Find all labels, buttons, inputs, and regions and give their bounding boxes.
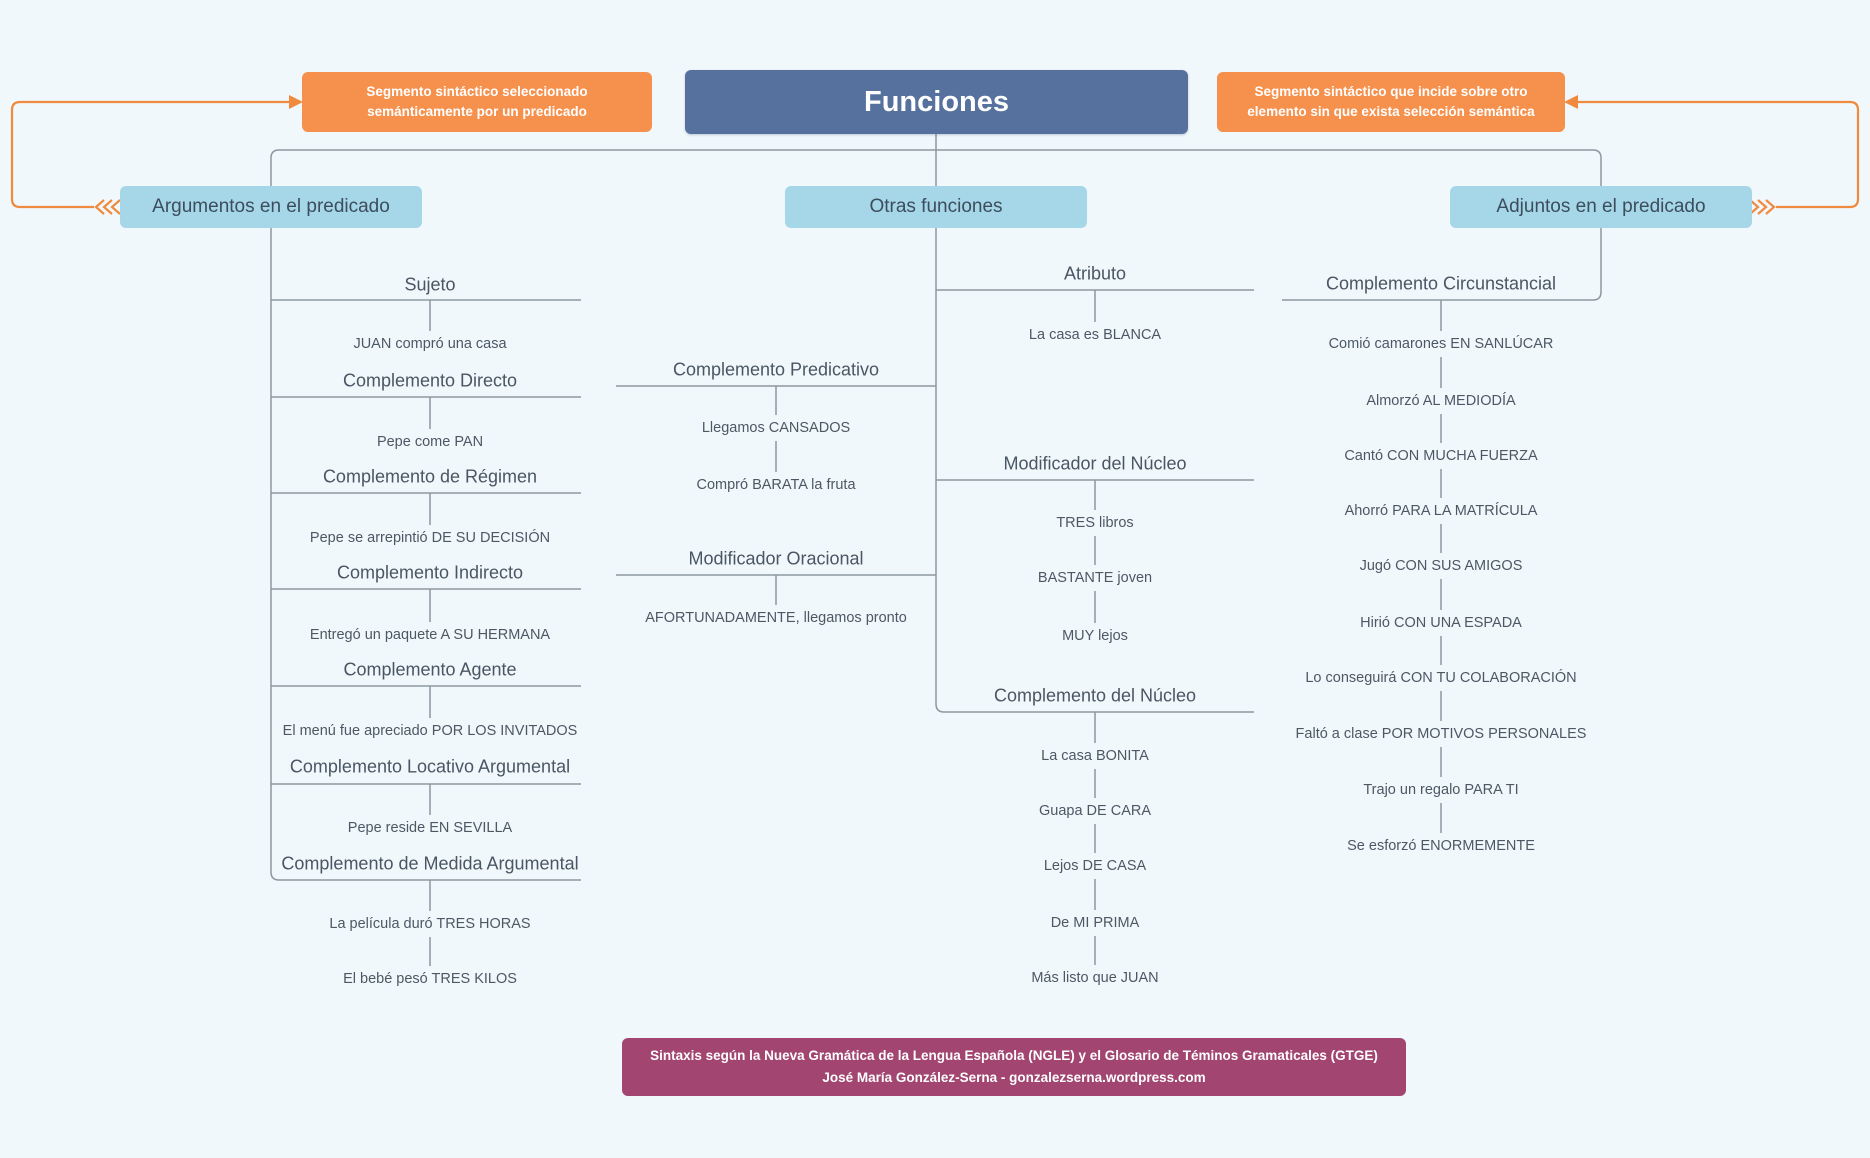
node-label-circunstancial: Complemento Circunstancial <box>1325 273 1557 294</box>
node-label-complemento-agente: Complemento Agente <box>343 659 517 680</box>
category-adjuntos: Adjuntos en el predicado <box>1450 186 1752 228</box>
note-right-line1: Segmento sintáctico que incide sobre otr… <box>1254 83 1528 99</box>
example-comp-nucleo-3: Lejos DE CASA <box>1043 858 1147 874</box>
example-directo-1: Pepe come PAN <box>376 434 484 450</box>
node-label-modificador-oracional: Modificador Oracional <box>688 548 864 569</box>
example-predicativo-2: Compró BARATA la fruta <box>696 477 856 493</box>
note-arguments-definition: Segmento sintáctico seleccionado semánti… <box>302 72 652 132</box>
example-circunstancial-1: Comió camarones EN SANLÚCAR <box>1328 336 1554 352</box>
note-right-line2: elemento sin que exista selección semánt… <box>1247 104 1535 119</box>
category-adjuntos-label: Adjuntos en el predicado <box>1496 196 1706 217</box>
node-label-complemento-nucleo: Complemento del Núcleo <box>993 685 1197 706</box>
example-comp-nucleo-2: Guapa DE CARA <box>1038 803 1152 819</box>
example-comp-nucleo-1: La casa BONITA <box>1041 748 1149 764</box>
example-mod-nucleo-2: BASTANTE joven <box>1037 570 1153 586</box>
relationship-arrow-left <box>10 100 290 215</box>
relationship-arrow-right <box>1577 100 1860 215</box>
title-box: Funciones <box>685 70 1188 134</box>
arrowhead-right <box>1564 95 1578 109</box>
example-circunstancial-9: Trajo un regalo PARA TI <box>1363 782 1519 798</box>
example-medida-2: El bebé pesó TRES KILOS <box>343 971 517 987</box>
example-agente-1: El menú fue apreciado POR LOS INVITADOS <box>282 723 578 739</box>
node-label-complemento-directo: Complemento Directo <box>342 370 518 391</box>
node-label-complemento-indirecto: Complemento Indirecto <box>336 562 524 583</box>
example-locativo-1: Pepe reside EN SEVILLA <box>347 820 513 836</box>
example-mod-nucleo-1: TRES libros <box>1056 515 1134 531</box>
example-predicativo-1: Llegamos CANSADOS <box>701 420 851 436</box>
category-otras-label: Otras funciones <box>869 196 1003 217</box>
example-circunstancial-5: Jugó CON SUS AMIGOS <box>1359 558 1523 574</box>
example-comp-nucleo-5: Más listo que JUAN <box>1031 970 1159 986</box>
example-oracional-1: AFORTUNADAMENTE, llegamos pronto <box>645 610 907 626</box>
example-sujeto-1: JUAN compró una casa <box>353 336 507 352</box>
note-adjuncts-definition: Segmento sintáctico que incide sobre otr… <box>1217 72 1565 132</box>
example-circunstancial-6: Hirió CON UNA ESPADA <box>1360 615 1522 631</box>
page-title: Funciones <box>863 85 1009 118</box>
example-circunstancial-7: Lo conseguirá CON TU COLABORACIÓN <box>1305 670 1577 686</box>
example-circunstancial-10: Se esforzó ENORMEMENTE <box>1347 838 1535 854</box>
category-argumentos: Argumentos en el predicado <box>120 186 422 228</box>
note-left-line1: Segmento sintáctico seleccionado <box>366 83 588 99</box>
node-label-locativo-argumental: Complemento Locativo Argumental <box>289 756 571 777</box>
node-label-atributo: Atributo <box>1063 263 1127 284</box>
example-mod-nucleo-3: MUY lejos <box>1062 628 1128 644</box>
category-argumentos-label: Argumentos en el predicado <box>152 196 390 217</box>
node-label-modificador-nucleo: Modificador del Núcleo <box>1003 453 1187 474</box>
node-label-predicativo: Complemento Predicativo <box>672 359 880 380</box>
example-circunstancial-4: Ahorró PARA LA MATRÍCULA <box>1344 503 1538 519</box>
note-left-line2: semánticamente por un predicado <box>367 104 587 119</box>
example-circunstancial-8: Faltó a clase POR MOTIVOS PERSONALES <box>1295 726 1587 742</box>
example-indirecto-1: Entregó un paquete A SU HERMANA <box>309 627 551 643</box>
arrowhead-left <box>289 95 303 109</box>
example-circunstancial-3: Cantó CON MUCHA FUERZA <box>1344 448 1538 464</box>
example-circunstancial-2: Almorzó AL MEDIODÍA <box>1366 393 1516 409</box>
example-comp-nucleo-4: De MI PRIMA <box>1050 915 1140 931</box>
node-label-medida-argumental: Complemento de Medida Argumental <box>281 853 579 874</box>
node-label-sujeto: Sujeto <box>404 274 456 295</box>
example-atributo-1: La casa es BLANCA <box>1028 327 1162 343</box>
category-otras-funciones: Otras funciones <box>785 186 1087 228</box>
example-regimen-1: Pepe se arrepintió DE SU DECISIÓN <box>309 530 551 546</box>
footer-credit: Sintaxis según la Nueva Gramática de la … <box>622 1038 1406 1096</box>
footer-line2: José María González-Serna - gonzalezsern… <box>822 1070 1206 1085</box>
example-medida-1: La película duró TRES HORAS <box>329 916 531 932</box>
node-label-complemento-regimen: Complemento de Régimen <box>322 466 538 487</box>
footer-line1: Sintaxis según la Nueva Gramática de la … <box>650 1047 1378 1063</box>
